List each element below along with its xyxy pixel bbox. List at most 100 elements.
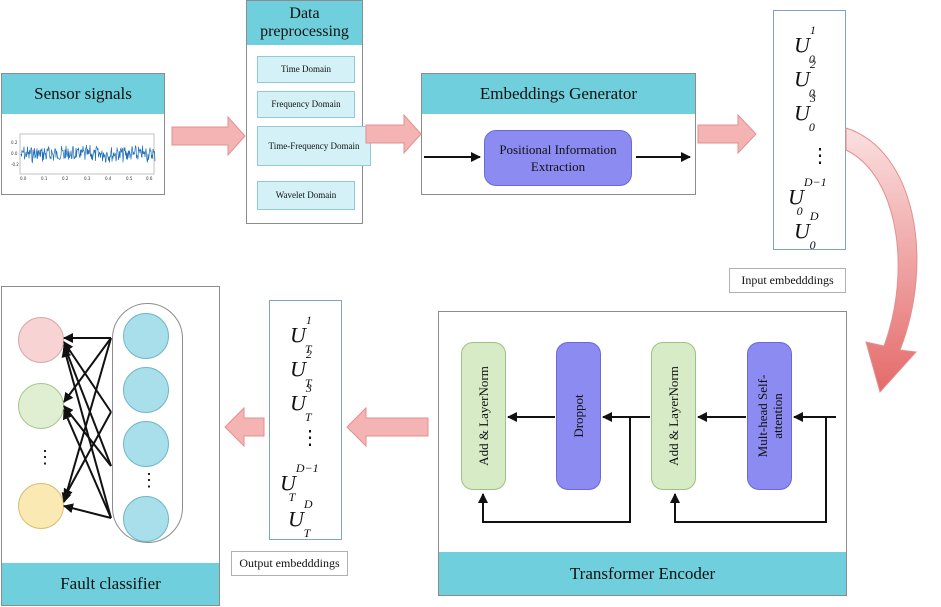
sensor-signal-plot: 0.2 0.0 -0.2 0.0 0.1 0.2 0.3 0.4 0.5 0.6 xyxy=(11,133,156,181)
classifier-hidden-node-2 xyxy=(123,367,169,413)
output-embedding-1-sup: 1 xyxy=(305,313,312,327)
input-embedding-3: U3 0 xyxy=(794,91,822,134)
arrow-preprocess-to-embeddings xyxy=(365,113,422,155)
fc-h4-o1 xyxy=(61,347,112,519)
transformer-encoder-title: Transformer Encoder xyxy=(439,552,846,595)
fc-h4-o3 xyxy=(63,503,112,519)
output-embedding-2-sup: 2 xyxy=(305,347,312,361)
data-preprocessing-title-line2: preprocessing xyxy=(260,23,349,40)
output-embedding-3-sup: 3 xyxy=(305,381,312,395)
output-embedding-d: UDT xyxy=(288,497,319,540)
input-embedding-d-minus-1-sub: 0 xyxy=(796,203,803,218)
data-preprocessing-title-line1: Data xyxy=(289,5,320,22)
input-embedding-d-sub: 0 xyxy=(809,237,816,252)
output-embedding-d-base: U xyxy=(288,506,304,532)
output-embedding-1: U1T xyxy=(290,313,319,356)
x-tick-7: 0.6 xyxy=(146,176,153,181)
output-embedding-2-sub: T xyxy=(304,375,312,390)
classifier-input-layer-capsule xyxy=(112,303,183,543)
input-embedding-2-sup: 2 xyxy=(809,57,816,71)
data-preprocessing-title: Data preprocessing xyxy=(247,1,362,45)
fault-classifier-title: Fault classifier xyxy=(2,563,219,605)
classifier-output-ellipsis: ⋮ xyxy=(36,447,54,467)
sensor-signals-panel: Sensor signals 0.2 0.0 -0.2 0.0 0.1 0.2 … xyxy=(1,73,165,195)
time-frequency-domain-box: Time-Frequency Domain xyxy=(257,126,371,166)
input-embedding-2-base: U xyxy=(794,66,810,92)
input-embedding-1-base: U xyxy=(794,32,810,58)
embeddings-generator-panel: Embeddings Generator Positional Informat… xyxy=(421,73,696,195)
fc-h2-o3 xyxy=(63,411,112,499)
add-layernorm-block-1: Add & LayerNorm xyxy=(461,342,506,490)
fc-h4-o2 xyxy=(63,409,112,519)
input-embedding-3-sup: 3 xyxy=(809,91,816,105)
x-tick-5: 0.4 xyxy=(105,176,112,181)
arrow-output-to-classifier xyxy=(224,406,265,448)
output-embeddings-label: Output embedddings xyxy=(231,551,348,576)
residual-connection-1 xyxy=(478,417,631,523)
output-embedding-d-minus-1-sub: T xyxy=(288,489,296,504)
output-embedding-1-sub: T xyxy=(304,341,312,356)
curved-arrow-input-to-transformer xyxy=(845,127,918,394)
x-tick-1: 0.0 xyxy=(20,176,27,181)
time-domain-box: Time Domain xyxy=(257,56,355,83)
output-embedding-1-base: U xyxy=(290,322,306,348)
frequency-domain-box: Frequency Domain xyxy=(257,91,355,118)
input-embedding-3-sub: 0 xyxy=(808,119,815,134)
input-embedding-d-minus-1-base: U xyxy=(788,184,804,210)
output-embedding-3-sub: T xyxy=(304,409,312,424)
classifier-hidden-node-4 xyxy=(123,496,169,542)
x-tick-6: 0.5 xyxy=(126,176,133,181)
output-embedding-2: U2T xyxy=(290,347,319,390)
data-preprocessing-panel: Data preprocessing Time Domain Frequency… xyxy=(246,0,371,224)
input-embeddings-label: Input embedddings xyxy=(729,268,846,293)
fc-h1-o3 xyxy=(61,337,112,503)
classifier-output-node-2 xyxy=(18,383,64,429)
classifier-output-node-3 xyxy=(18,483,64,529)
fc-h3-o1 xyxy=(62,344,112,467)
classifier-hidden-ellipsis: ⋮ xyxy=(140,470,158,490)
add-layernorm-block-2: Add & LayerNorm xyxy=(651,342,696,490)
input-embedding-1-sup: 1 xyxy=(809,23,816,37)
multi-head-self-attention-block: Mult-head Self-attention xyxy=(747,342,792,490)
x-tick-4: 0.3 xyxy=(84,176,91,181)
fc-h1-o2 xyxy=(63,337,112,403)
embeddings-generator-title: Embeddings Generator xyxy=(422,74,695,114)
sensor-signals-title: Sensor signals xyxy=(2,74,164,114)
positional-information-extraction-box: Positional Information Extraction xyxy=(484,130,632,186)
output-embedding-ellipsis: ⋮ xyxy=(300,427,320,449)
output-embedding-2-base: U xyxy=(290,356,306,382)
x-tick-3: 0.2 xyxy=(62,176,69,181)
input-embedding-d-sup: D xyxy=(809,209,819,223)
residual-connection-2 xyxy=(670,417,827,523)
input-embedding-2-sub: 0 xyxy=(808,85,815,100)
arrow-embeddings-to-input xyxy=(697,113,757,155)
input-embedding-3-base: U xyxy=(794,100,810,126)
arrow-transformer-to-output xyxy=(346,406,429,448)
transformer-encoder-panel: Add & LayerNorm Droppot Add & LayerNorm … xyxy=(438,311,847,596)
arrow-sensor-to-preprocess xyxy=(171,115,246,157)
positional-information-line1: Positional Information xyxy=(499,142,617,157)
classifier-hidden-node-3 xyxy=(123,421,169,467)
y-tick-3: -0.2 xyxy=(11,162,19,167)
output-embeddings-panel: U1T U2T U3T ⋮ UD−1T UDT xyxy=(269,300,342,540)
output-embedding-3: U3T xyxy=(290,381,319,424)
x-tick-2: 0.1 xyxy=(41,176,48,181)
input-embedding-d-base: U xyxy=(794,218,810,244)
y-tick-2: 0.0 xyxy=(11,151,18,156)
wavelet-domain-box: Wavelet Domain xyxy=(257,181,355,210)
input-embedding-d-minus-1-sup: D−1 xyxy=(803,175,827,189)
positional-information-line2: Extraction xyxy=(530,159,586,174)
input-embedding-d: UD 0 xyxy=(794,209,825,252)
input-embedding-ellipsis: ⋮ xyxy=(810,145,830,167)
classifier-hidden-node-1 xyxy=(123,313,169,359)
input-embedding-d-minus-1: UD−10 xyxy=(788,175,833,218)
y-tick-1: 0.2 xyxy=(11,140,18,145)
dropout-block: Droppot xyxy=(556,342,601,490)
output-embedding-d-sub: T xyxy=(303,525,311,540)
output-embedding-d-minus-1-sup: D−1 xyxy=(295,461,319,475)
output-embedding-d-sup: D xyxy=(303,497,313,511)
input-embeddings-panel: U10 U20 U30 ⋮ UD−10 UD0 xyxy=(773,10,846,252)
output-embedding-d-minus-1-base: U xyxy=(280,470,296,496)
input-embedding-2: U2 0 xyxy=(794,57,822,100)
